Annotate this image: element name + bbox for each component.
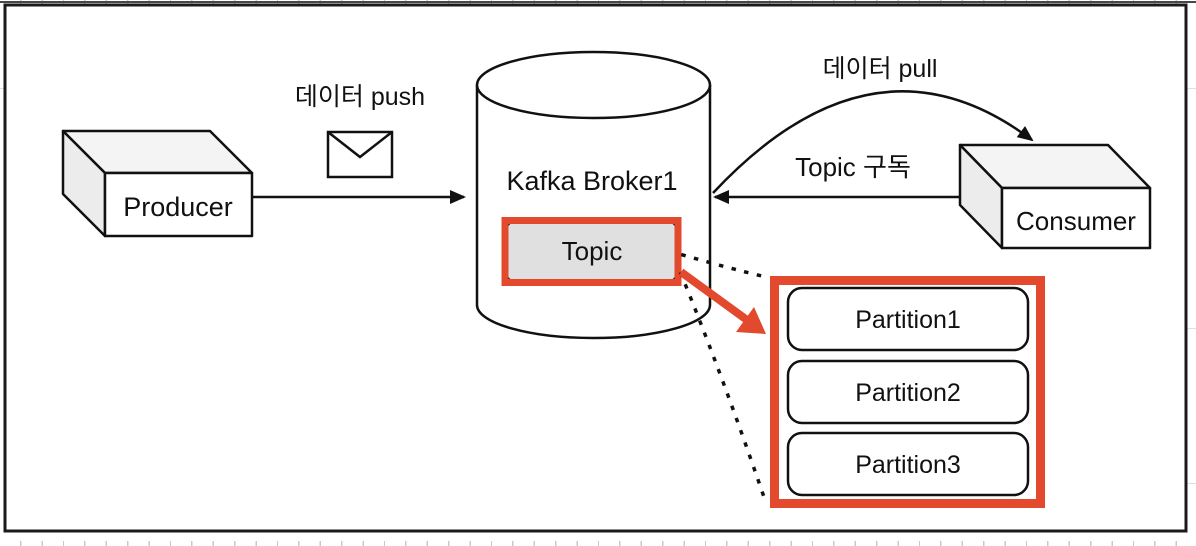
topic-highlight-frame (501, 217, 682, 286)
envelope-flap (327, 131, 393, 159)
consumer-label: Consumer (1016, 206, 1136, 236)
pull-arrow (712, 90, 1034, 194)
pull-flow-label: 데이터 pull (823, 55, 938, 83)
row-border-line (0, 1, 1196, 3)
partition-box-1[interactable] (786, 286, 1030, 352)
consumer-node[interactable] (958, 143, 1152, 250)
zoom-guide-dotted-top (680, 252, 769, 280)
producer-node[interactable] (61, 129, 254, 238)
topic-node[interactable] (501, 217, 682, 286)
producer-label: Producer (123, 192, 233, 222)
broker-label: Kafka Broker1 (506, 166, 677, 196)
grid-stub-right-1 (1187, 88, 1196, 89)
spreadsheet-grid-bottom (0, 541, 1196, 546)
broker-cylinder-body (475, 85, 712, 340)
grid-stub-right-3 (1187, 483, 1196, 484)
message-envelope-icon (326, 130, 394, 179)
topic-expand-arrow-head (736, 307, 766, 334)
partition-box-2[interactable] (786, 359, 1030, 425)
grid-stub-left (0, 88, 5, 89)
subscribe-flow-label: Topic 구독 (795, 152, 911, 182)
partitions-container[interactable]: Partition1 Partition2 Partition3 (770, 276, 1045, 508)
partition-label-2: Partition2 (855, 379, 961, 407)
partition-box-3[interactable] (786, 431, 1030, 497)
partition-label-3: Partition3 (855, 451, 961, 479)
partition-label-1: Partition1 (855, 306, 961, 334)
broker-cylinder-top (475, 50, 712, 120)
producer-front-face (103, 171, 254, 238)
zoom-guide-dotted-bottom (678, 271, 769, 506)
push-flow-label: 데이터 push (295, 83, 425, 111)
topic-expand-arrow-shaft (678, 268, 750, 324)
grid-stub-right-2 (1187, 328, 1196, 329)
topic-expand-arrow (678, 268, 766, 334)
topic-label: Topic (562, 236, 623, 266)
consumer-front-face (1000, 186, 1152, 250)
